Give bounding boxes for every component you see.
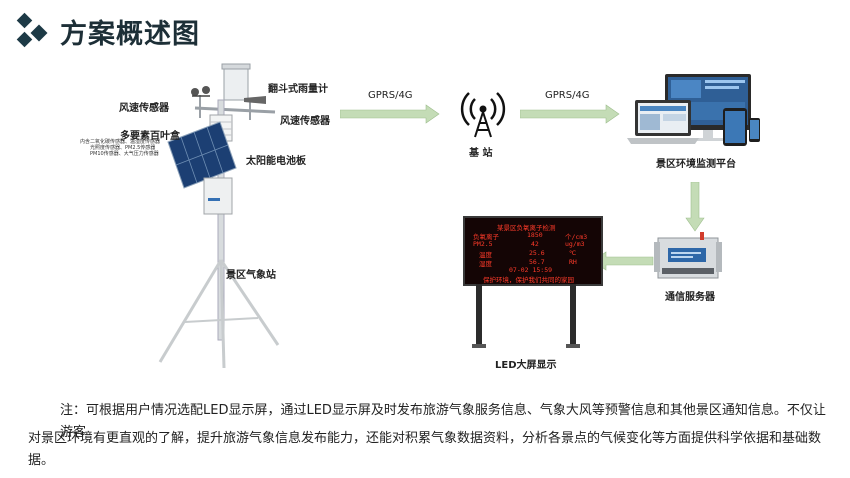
led-row-1-name: PM2.5 (473, 240, 493, 248)
wind-speed-label-left: 风速传感器 (119, 103, 169, 114)
weather-station-illustration (158, 63, 280, 369)
platform-label: 景区环境监测平台 (656, 159, 736, 170)
arrow-platform-to-server (685, 182, 705, 232)
led-label: LED大屏显示 (495, 360, 557, 371)
led-row-3-value: 56.7 (529, 258, 545, 266)
note-line-1: 注：可根据用户情况选配LED显示屏，通过LED显示屏及时发布旅游气象服务信息、气… (60, 403, 826, 440)
arrow-base-to-platform (520, 104, 620, 124)
rain-gauge-label: 翻斗式雨量计 (268, 84, 328, 95)
louver-desc-3: PM10传感器、大气压力传感器 (90, 151, 159, 157)
louver-desc-1: 内含二氧化碳传感器、温湿度传感器 (80, 139, 161, 145)
link2-label: GPRS/4G (545, 90, 590, 101)
led-row-2-name: 温度 (479, 251, 492, 259)
solar-panel-label: 太阳能电池板 (246, 156, 306, 167)
louver-desc-2: 光照度传感器、PM2.5传感器 (90, 145, 156, 151)
led-screen: 某景区负氧离子检测 负氧离子 1850 个/cm3 PM2.5 42 ug/m3… (463, 216, 603, 286)
led-row-0-name: 负氧离子 (473, 233, 499, 241)
led-row-3-unit: RH (569, 258, 577, 266)
led-row-2-value: 25.6 (529, 249, 545, 257)
station-name-label: 景区气象站 (226, 270, 276, 281)
server-label: 通信服务器 (665, 292, 715, 303)
server-device-illustration (654, 232, 722, 279)
led-row-0-value: 1850 (527, 231, 543, 239)
louver-box-label: 多要素百叶盒 (120, 131, 180, 142)
base-station-label: 基 站 (469, 148, 493, 159)
led-row-2-unit: ℃ (569, 249, 577, 257)
led-row-0-unit: 个/cm3 (565, 233, 588, 241)
page-title: 方案概述图 (60, 19, 200, 50)
led-row-3-name: 湿度 (479, 260, 492, 268)
logo-icon (16, 12, 48, 48)
led-datetime: 07-02 15:59 (509, 266, 553, 274)
antenna-icon (460, 92, 506, 138)
monitoring-devices-illustration (627, 74, 760, 146)
link1-label: GPRS/4G (368, 90, 413, 101)
led-row-1-value: 42 (531, 240, 539, 248)
led-row-1-unit: ug/m3 (565, 240, 585, 248)
led-screen-title: 某景区负氧离子检测 (497, 224, 556, 232)
led-stand (472, 284, 580, 348)
note-line-2: 对景区环境有更直观的了解，提升旅游气象信息发布能力，还能对积累气象数据资料，分析… (28, 431, 822, 468)
led-slogan: 保护环境，保护我们共同的家园 (483, 276, 574, 284)
arrow-station-to-base (340, 104, 440, 124)
wind-speed-label-right: 风速传感器 (280, 116, 330, 127)
